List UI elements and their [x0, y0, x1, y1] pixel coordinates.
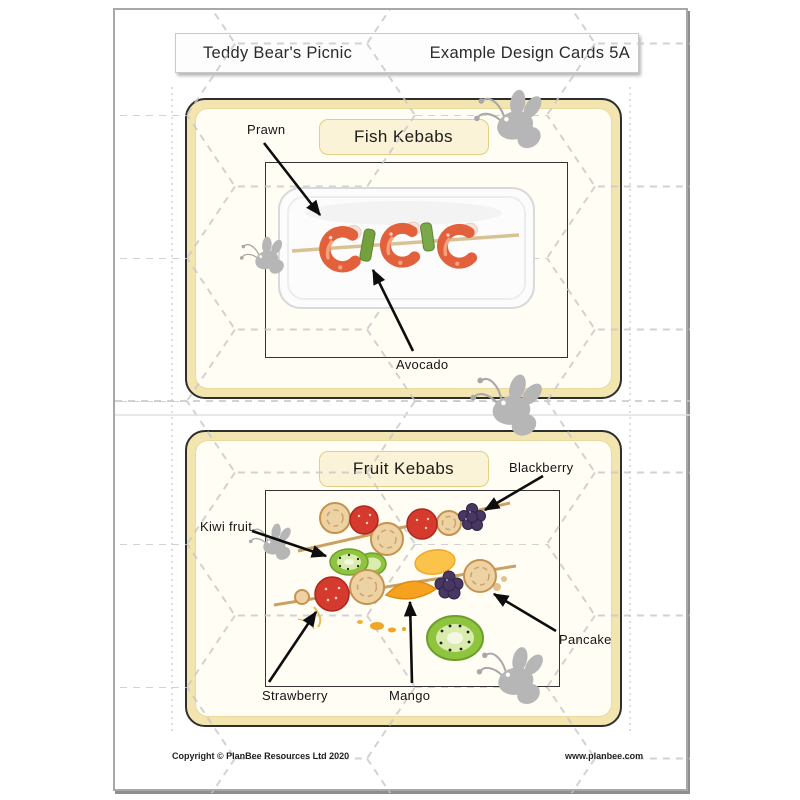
card-title: Fish Kebabs [354, 127, 453, 146]
card-title: Fruit Kebabs [352, 459, 455, 478]
page-title: Teddy Bear's Picnic [203, 43, 353, 62]
design-card-fish-kebabs: Fish Kebabs [185, 98, 622, 399]
card-inner: Fruit Kebabs [195, 440, 612, 717]
worksheet-page: Teddy Bear's Picnic Example Design Cards… [113, 8, 690, 793]
page-subtitle: Example Design Cards 5A [429, 43, 630, 62]
label-strawberry: Strawberry [262, 688, 328, 703]
label-pancake: Pancake [559, 632, 612, 647]
header-bar: Teddy Bear's Picnic Example Design Cards… [175, 33, 639, 73]
card-title-box: Fruit Kebabs [318, 451, 489, 487]
card-title-box: Fish Kebabs [318, 119, 489, 155]
label-blackberry: Blackberry [509, 460, 574, 475]
label-prawn: Prawn [247, 122, 286, 137]
photo-frame [265, 162, 568, 358]
copyright-text: Copyright © PlanBee Resources Ltd 2020 [172, 751, 350, 761]
label-kiwi-fruit: Kiwi fruit [200, 519, 253, 534]
photo-frame [265, 490, 560, 687]
label-mango: Mango [389, 688, 431, 703]
label-avocado: Avocado [396, 357, 449, 372]
card-inner: Fish Kebabs [195, 108, 612, 389]
website-text: www.planbee.com [565, 751, 644, 761]
